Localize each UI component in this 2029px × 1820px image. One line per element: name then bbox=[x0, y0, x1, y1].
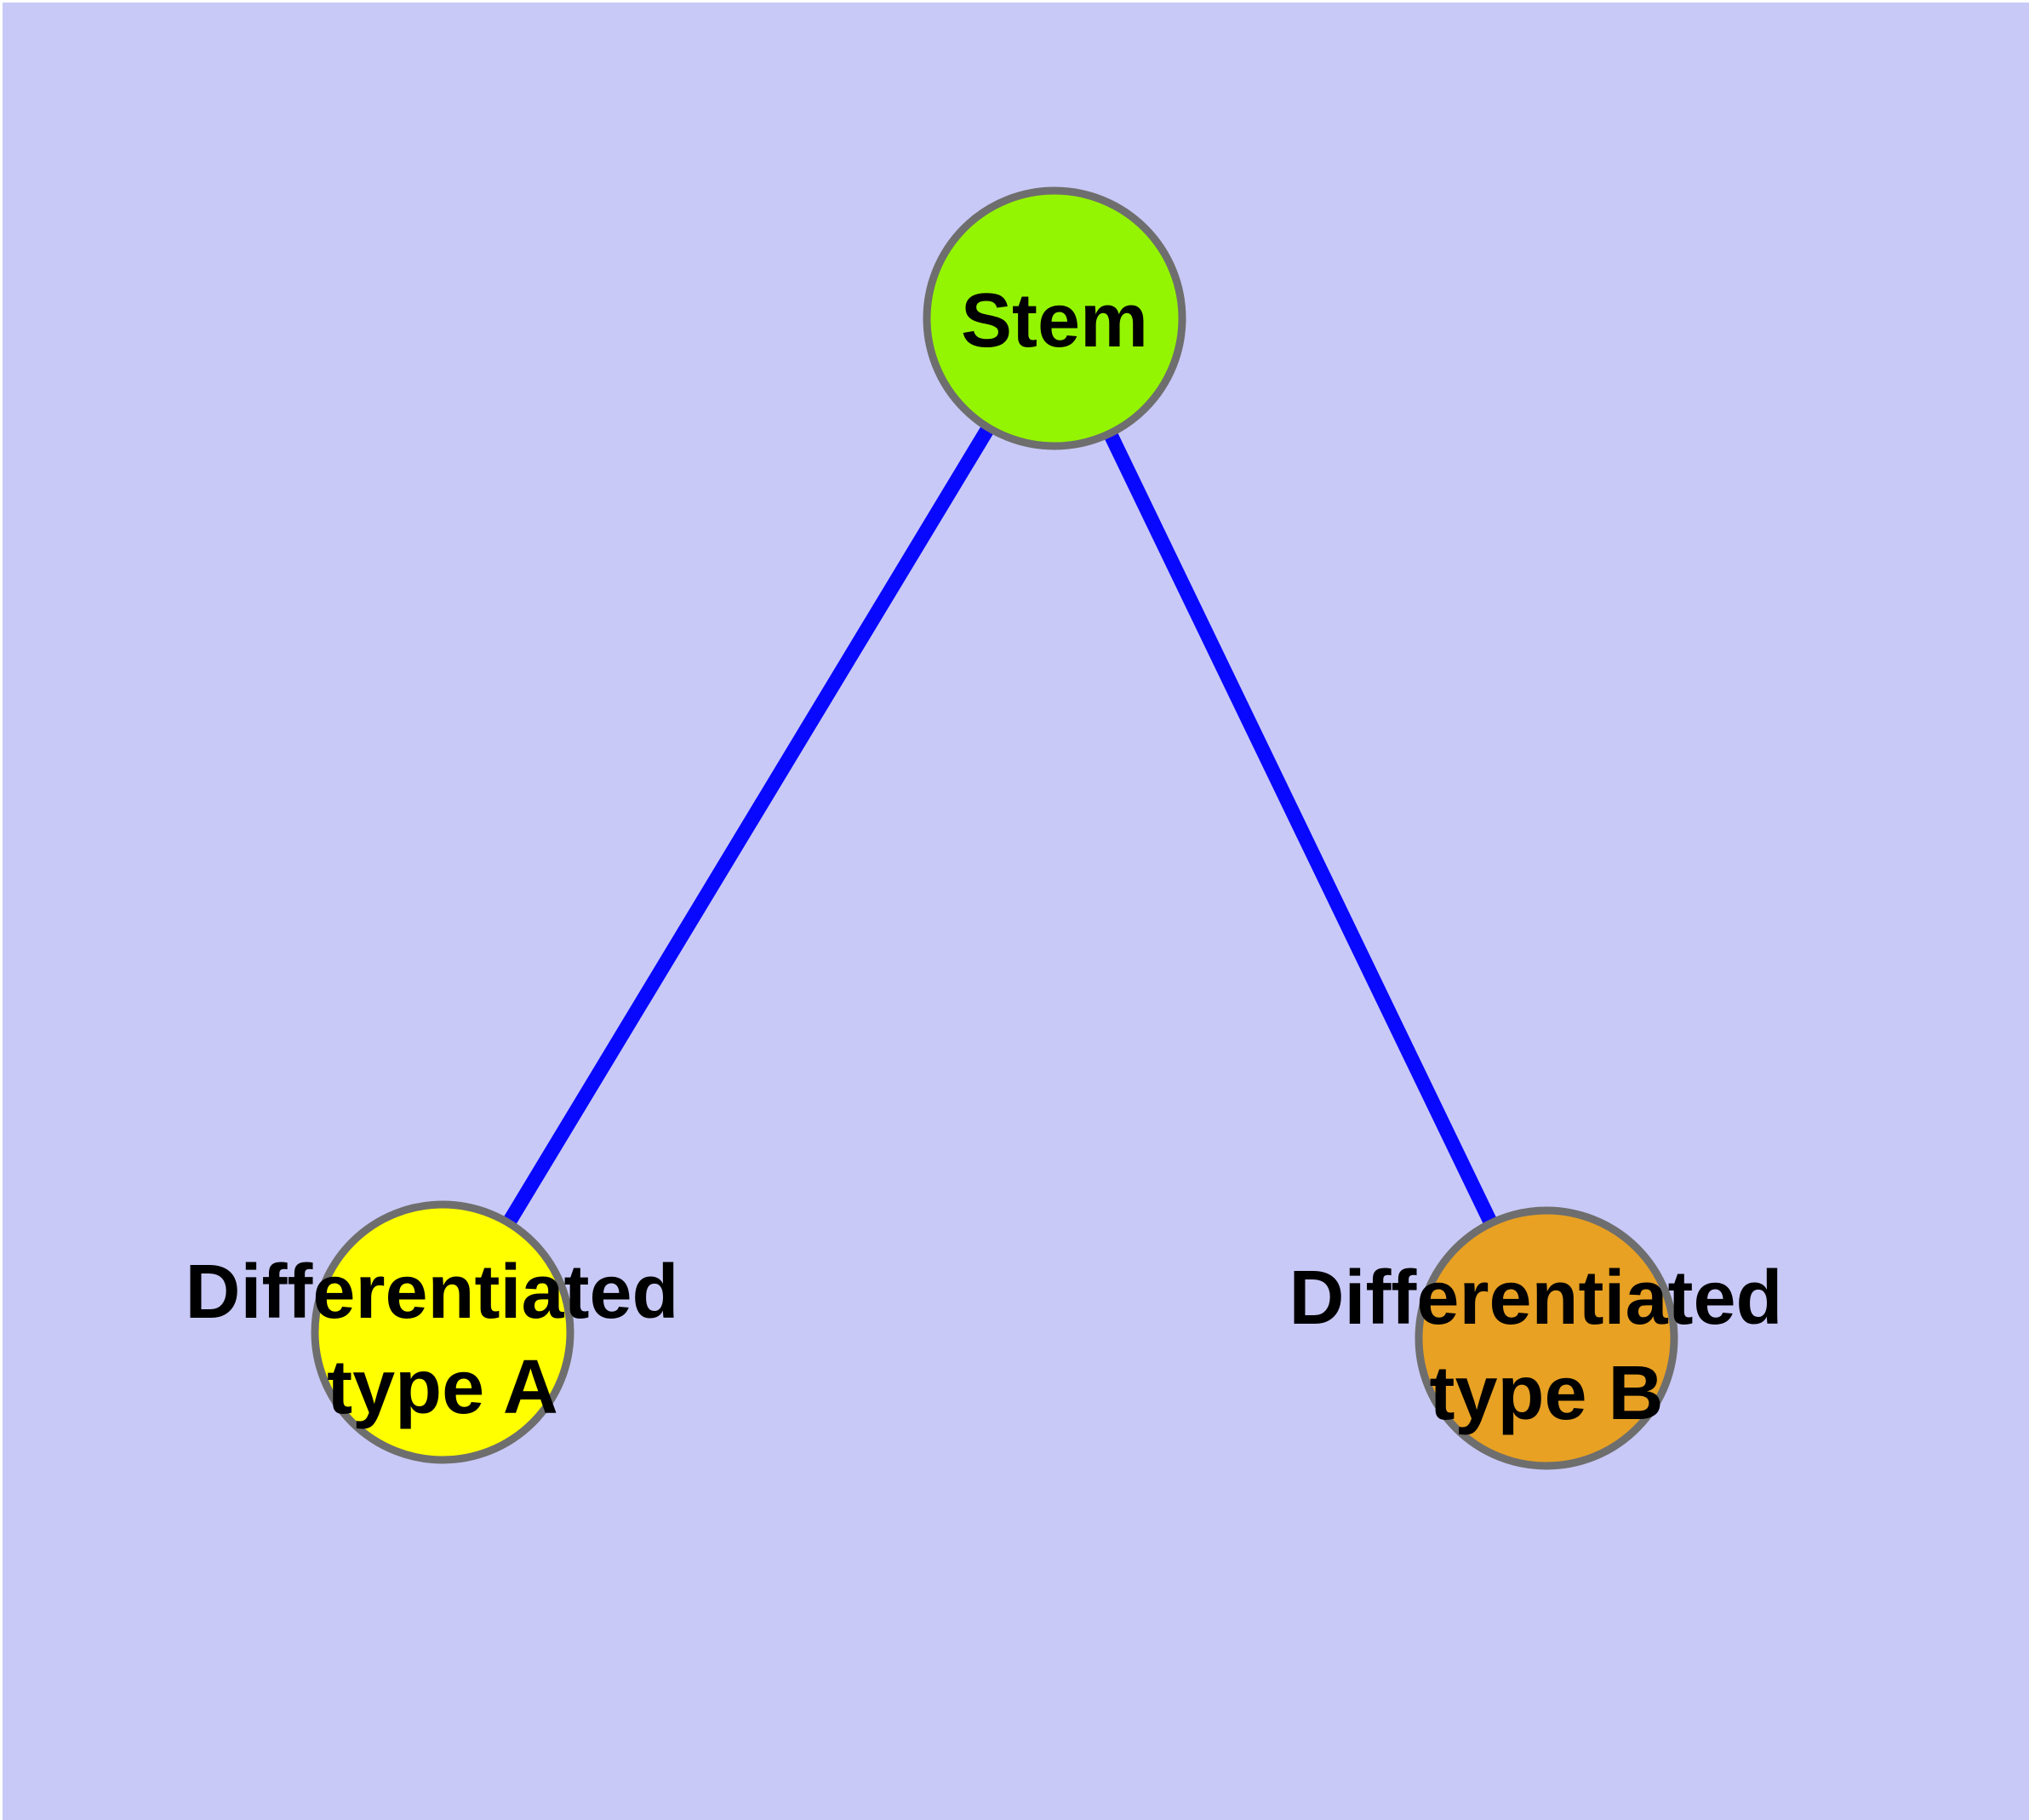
node-type-a-label-line2: type A bbox=[327, 1345, 558, 1430]
node-type-a-label-line1: Differentiated bbox=[185, 1250, 678, 1335]
node-stem-label: Stem bbox=[961, 278, 1148, 363]
node-type-b-label-line1: Differentiated bbox=[1289, 1256, 1782, 1341]
node-type-b-circle bbox=[1415, 1206, 1678, 1470]
node-type-a-label: Differentiated type A bbox=[185, 1250, 700, 1430]
edge-stem-to-type-a bbox=[436, 314, 1061, 1336]
node-stem-circle bbox=[923, 186, 1186, 450]
node-type-b-label-line2: type B bbox=[1429, 1351, 1663, 1436]
node-type-b-label: Differentiated type B bbox=[1289, 1256, 1803, 1436]
edge-stem-to-type-b bbox=[1048, 315, 1553, 1342]
node-type-a-circle bbox=[311, 1200, 574, 1464]
